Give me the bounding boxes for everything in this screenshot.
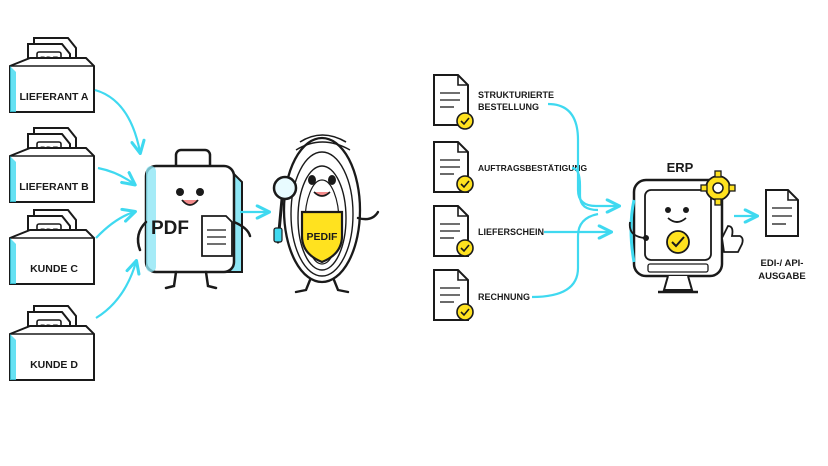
document-2-label: AUFTRAGSBESTÄTIGUNG (478, 163, 587, 173)
document-4-label: RECHNUNG (478, 292, 530, 302)
document-4 (433, 269, 474, 321)
erp-title: ERP (667, 160, 694, 175)
arrow-source-2 (97, 166, 137, 187)
output-label-line1: EDI-/ API- (761, 258, 804, 269)
document-2 (433, 141, 474, 193)
pdf-suitcase-character: PDF (136, 148, 252, 290)
arrow-source-1 (94, 88, 146, 156)
arrow-source-4 (95, 258, 141, 319)
output-label-line2: AUSGABE (758, 271, 806, 282)
connector-doc-4 (531, 212, 599, 299)
shield-label: PEDIF (307, 231, 339, 243)
gear-icon (700, 170, 736, 206)
connector-doc-1 (547, 102, 622, 214)
document-3 (433, 205, 474, 257)
document-3-label: LIEFERSCHEIN (478, 227, 544, 237)
arrow-source-3 (95, 207, 138, 239)
source-box-3: PDF KUNDE C (9, 209, 95, 285)
document-1-label-line1: STRUKTURIERTE (478, 90, 554, 100)
source-box-3-label: KUNDE C (30, 263, 78, 275)
source-box-2: PDF LIEFERANT B (9, 127, 95, 203)
connector-doc-2 (571, 166, 599, 212)
source-box-1-label: LIEFERANT A (19, 91, 88, 103)
document-1-label-line2: BESTELLUNG (478, 102, 539, 112)
pedif-fingerprint-character: PEDIF (272, 134, 380, 294)
erp-monitor (628, 178, 744, 294)
source-box-1: PDF LIEFERANT A (9, 37, 95, 113)
suitcase-label: PDF (151, 218, 189, 239)
document-1 (433, 74, 474, 130)
source-box-4: PDF KUNDE D (9, 305, 95, 381)
output-document (765, 189, 799, 237)
source-box-4-label: KUNDE D (30, 359, 78, 371)
source-box-2-label: LIEFERANT B (19, 181, 89, 193)
